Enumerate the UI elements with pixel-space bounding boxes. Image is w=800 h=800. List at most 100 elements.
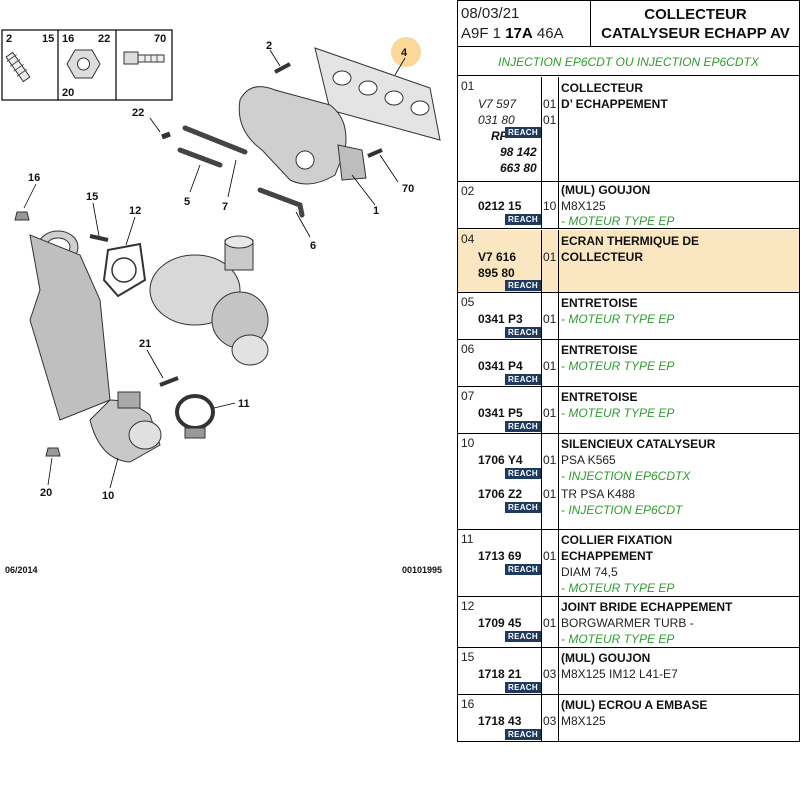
title-line-1: COLLECTEUR [644, 6, 747, 23]
callout-leaders [23, 49, 406, 489]
callout-7: 7 [222, 201, 228, 213]
catalytic-converter [29, 230, 162, 463]
part-description: (MUL) GOUJON [561, 183, 651, 197]
callout-11: 11 [238, 398, 250, 410]
row-number: 16 [461, 697, 475, 711]
applicability-note: - MOTEUR TYPE EP [561, 632, 675, 646]
part-ref: 1709 45 [478, 616, 522, 630]
legend-label-22: 22 [98, 33, 110, 45]
applicability-note: - MOTEUR TYPE EP [561, 359, 675, 373]
diagram-reference: 00101995 [402, 565, 442, 575]
diagram-drawing: 2 15 16 20 22 70 [1, 29, 442, 575]
reach-badge: REACH [505, 127, 541, 138]
part-note: PSA K565 [561, 453, 616, 467]
applicability-note: - INJECTION EP6CDT [561, 503, 683, 517]
exhaust-manifold [238, 86, 367, 185]
part-ref: 1718 43 [478, 714, 522, 728]
part-description: ENTRETOISE [561, 296, 638, 310]
row-number: 15 [461, 650, 475, 664]
highlight-marker [391, 37, 421, 67]
callout-4: 4 [401, 47, 408, 59]
callout-16: 16 [28, 172, 40, 184]
table-row-selected[interactable]: 04 V7 616 895 80 REACH 01 ECRAN THERMIQU… [458, 230, 799, 293]
row-number: 01 [461, 79, 475, 93]
part-description: D’ ECHAPPEMENT [561, 97, 668, 111]
legend-label-15: 15 [42, 33, 54, 45]
quantity: 01 [543, 97, 557, 111]
bolt-icon [123, 51, 165, 65]
row-number: 07 [461, 389, 475, 403]
part-description: COLLIER FIXATION [561, 533, 673, 547]
code-prefix: A9F 1 [461, 25, 502, 42]
part-description: JOINT BRIDE ECHAPPEMENT [561, 600, 733, 614]
reach-badge: REACH [505, 631, 541, 642]
part-note: DIAM 74,5 [561, 565, 618, 579]
part-ref: RP [491, 129, 508, 143]
diagram-date: 06/2014 [5, 565, 38, 575]
table-row[interactable]: 10 SILENCIEUX CATALYSEUR 1706 Y4 REACH 0… [458, 434, 799, 530]
part-description: (MUL) ECROU A EMBASE [561, 698, 708, 712]
spacer-brackets [177, 125, 305, 218]
row-number: 06 [461, 342, 475, 356]
quantity: 01 [543, 406, 557, 420]
fastener-legend-box: 2 15 16 20 22 70 [1, 29, 173, 101]
row-number: 10 [461, 436, 475, 450]
table-row[interactable]: 05 0341 P3 REACH 01 ENTRETOISE - MOTEUR … [458, 293, 799, 340]
header-code: A9F 1 17A 46A [461, 25, 564, 42]
table-row[interactable]: 15 1718 21 REACH 03 (MUL) GOUJON M8X125 … [458, 648, 799, 695]
part-ref: 98 142 [500, 145, 537, 159]
part-ref: 1706 Y4 [478, 453, 523, 467]
table-subtitle: INJECTION EP6CDT OU INJECTION EP6CDTX [458, 48, 799, 76]
part-description: COLLECTEUR [561, 81, 643, 95]
legend-label-16: 16 [62, 33, 74, 45]
reach-badge: REACH [505, 421, 541, 432]
part-description: SILENCIEUX CATALYSEUR [561, 437, 716, 451]
quantity: 01 [543, 549, 557, 563]
page-title: COLLECTEUR CATALYSEUR ECHAPP AV [592, 5, 799, 43]
table-row[interactable]: 01 V7 597 031 80 RP REACH 98 142 663 80 … [458, 77, 799, 182]
table-row[interactable]: 11 1713 69 REACH 01 COLLIER FIXATION ECH… [458, 530, 799, 597]
header-date: 08/03/21 [461, 5, 520, 22]
table-row[interactable]: 02 0212 15 REACH 10 (MUL) GOUJON M8X125 … [458, 182, 799, 229]
part-description: ENTRETOISE [561, 390, 638, 404]
part-ref: 0341 P5 [478, 406, 523, 420]
stud-icon [5, 51, 31, 83]
part-description: (MUL) GOUJON [561, 651, 651, 665]
reach-badge: REACH [505, 214, 541, 225]
misc-fasteners [14, 211, 179, 457]
reach-badge: REACH [505, 729, 541, 740]
quantity: 01 [543, 453, 557, 467]
manifold-studs [161, 62, 383, 158]
table-row[interactable]: 12 1709 45 REACH 01 JOINT BRIDE ECHAPPEM… [458, 597, 799, 648]
part-ref: 1718 21 [478, 667, 522, 681]
reach-badge: REACH [505, 374, 541, 385]
applicability-note: - MOTEUR TYPE EP [561, 406, 675, 420]
part-note: M8X125 IM12 L41-E7 [561, 667, 678, 681]
part-ref: 1713 69 [478, 549, 522, 563]
part-description: ECHAPPEMENT [561, 549, 654, 563]
part-note: BORGWARMER TURB - [561, 616, 694, 630]
part-description: COLLECTEUR [561, 250, 643, 264]
row-number: 05 [461, 295, 475, 309]
row-number: 12 [461, 599, 475, 613]
quantity: 03 [543, 667, 557, 681]
callout-70: 70 [402, 183, 414, 195]
reach-badge: REACH [505, 280, 541, 291]
callout-15: 15 [86, 191, 98, 203]
turbocharger [149, 235, 269, 366]
reach-badge: REACH [505, 327, 541, 338]
parts-table: 08/03/21 A9F 1 17A 46A COLLECTEUR CATALY… [457, 0, 800, 742]
part-note: M8X125 [561, 714, 606, 728]
part-description: ECRAN THERMIQUE DE [561, 234, 700, 248]
callout-2: 2 [266, 40, 272, 52]
table-row[interactable]: 16 1718 43 REACH 03 (MUL) ECROU A EMBASE… [458, 695, 799, 742]
part-ref: V7 597 [478, 97, 517, 111]
header-meta: 08/03/21 A9F 1 17A 46A [458, 1, 591, 46]
legend-label-2: 2 [6, 33, 12, 45]
quantity: 01 [543, 487, 557, 501]
callout-21: 21 [139, 338, 151, 350]
quantity: 01 [543, 113, 557, 127]
table-row[interactable]: 06 0341 P4 REACH 01 ENTRETOISE - MOTEUR … [458, 340, 799, 387]
table-row[interactable]: 07 0341 P5 REACH 01 ENTRETOISE - MOTEUR … [458, 387, 799, 434]
part-ref: 0212 15 [478, 199, 522, 213]
